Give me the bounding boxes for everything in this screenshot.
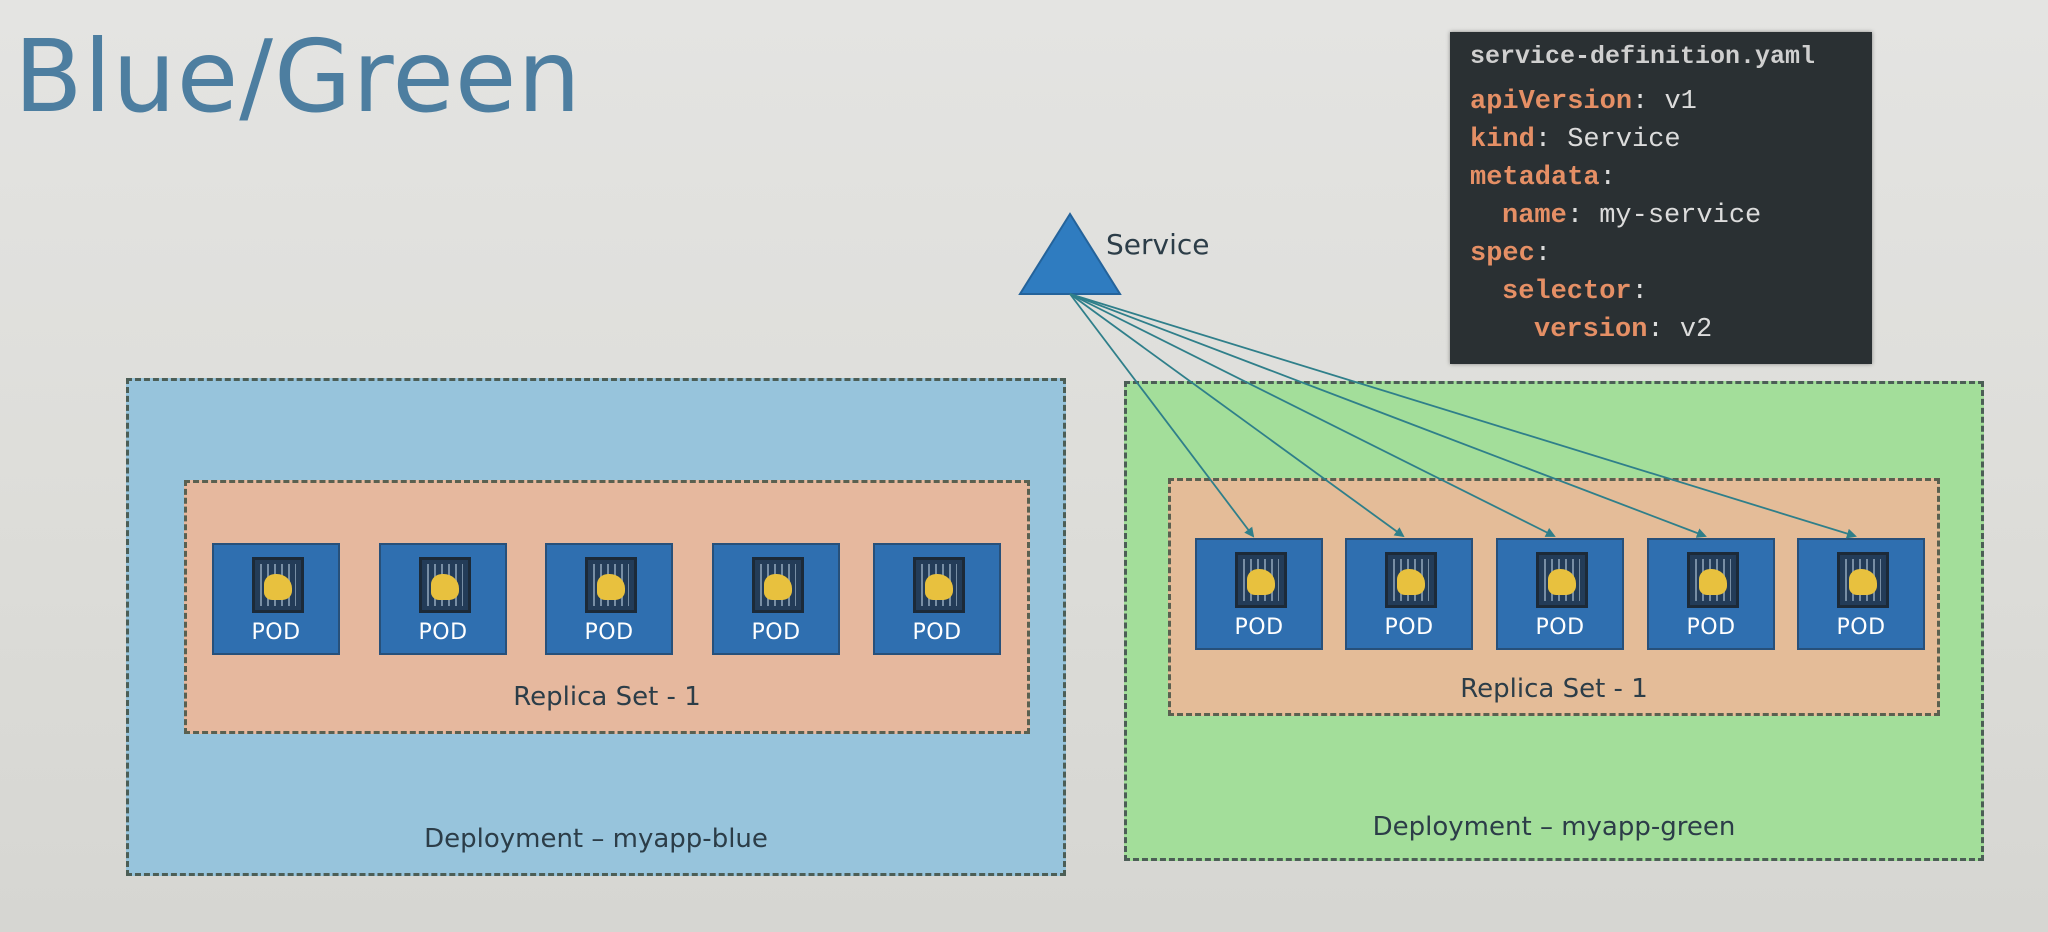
service-arrow (1069, 293, 1857, 539)
blue-pod: POD (873, 543, 1001, 655)
pod-label: POD (418, 620, 468, 645)
docker-whale-icon (1699, 569, 1727, 595)
docker-container-icon (1687, 552, 1739, 608)
blue-pod: POD (545, 543, 673, 655)
yaml-value: Service (1567, 125, 1681, 155)
service-arrow (1069, 293, 1707, 538)
replica-set-blue-label: Replica Set - 1 (513, 682, 701, 712)
service-triangle-icon (1018, 212, 1122, 295)
yaml-line: name: my-service (1470, 197, 1852, 235)
docker-container-icon (913, 557, 965, 613)
yaml-line: version: v2 (1470, 311, 1852, 349)
yaml-key: selector (1502, 277, 1632, 307)
green-pod: POD (1797, 538, 1925, 650)
yaml-filename: service-definition.yaml (1470, 42, 1816, 71)
yaml-key: metadata (1470, 163, 1600, 193)
docker-container-icon (1385, 552, 1437, 608)
blue-pod: POD (379, 543, 507, 655)
docker-container-icon (252, 557, 304, 613)
yaml-value: v2 (1679, 315, 1713, 345)
yaml-colon: : (1566, 201, 1600, 231)
pod-label: POD (1686, 615, 1736, 640)
yaml-colon: : (1534, 239, 1568, 269)
yaml-value: my-service (1599, 201, 1762, 231)
yaml-colon: : (1647, 315, 1680, 345)
yaml-colon: : (1534, 125, 1568, 155)
docker-whale-icon (1397, 569, 1425, 595)
docker-container-icon (1536, 552, 1588, 608)
yaml-key: name (1502, 201, 1567, 231)
docker-whale-icon (264, 574, 292, 600)
blue-pod: POD (212, 543, 340, 655)
green-pod: POD (1195, 538, 1323, 650)
pod-label: POD (912, 620, 962, 645)
service-label: Service (1106, 228, 1210, 261)
yaml-key: version (1534, 315, 1648, 345)
docker-container-icon (1837, 552, 1889, 608)
docker-container-icon (1235, 552, 1287, 608)
pod-label: POD (751, 620, 801, 645)
pod-label: POD (584, 620, 634, 645)
yaml-key: apiVersion (1470, 87, 1633, 117)
yaml-key: spec (1470, 239, 1535, 269)
yaml-colon: : (1599, 163, 1633, 193)
yaml-value: v1 (1664, 87, 1697, 117)
docker-container-icon (585, 557, 637, 613)
docker-container-icon (419, 557, 471, 613)
green-pod: POD (1647, 538, 1775, 650)
blue-pod: POD (712, 543, 840, 655)
deployment-green-label: Deployment – myapp-green (1372, 812, 1736, 842)
pod-label: POD (1535, 615, 1585, 640)
slide-title: Blue/Green (14, 18, 582, 135)
docker-whale-icon (925, 574, 953, 600)
service-arrow (1069, 293, 1255, 538)
docker-whale-icon (1247, 569, 1275, 595)
docker-whale-icon (431, 574, 459, 600)
yaml-line: apiVersion: v1 (1470, 83, 1852, 121)
service-arrows (1069, 293, 1857, 539)
pod-label: POD (1384, 615, 1434, 640)
yaml-line: selector: (1470, 273, 1852, 311)
pod-label: POD (251, 620, 301, 645)
yaml-line: kind: Service (1470, 121, 1852, 159)
service-arrow (1069, 293, 1556, 537)
yaml-line: spec: (1470, 235, 1852, 273)
pod-label: POD (1234, 615, 1284, 640)
docker-whale-icon (764, 574, 792, 600)
yaml-colon: : (1632, 87, 1665, 117)
yaml-colon: : (1631, 277, 1665, 307)
green-pod: POD (1345, 538, 1473, 650)
yaml-line: metadata: (1470, 159, 1852, 197)
yaml-key: kind (1470, 125, 1535, 155)
replica-set-green-label: Replica Set - 1 (1460, 674, 1648, 704)
green-pod: POD (1496, 538, 1624, 650)
deployment-blue-label: Deployment – myapp-blue (424, 824, 768, 854)
docker-whale-icon (597, 574, 625, 600)
docker-whale-icon (1849, 569, 1877, 595)
pod-label: POD (1836, 615, 1886, 640)
docker-container-icon (752, 557, 804, 613)
docker-whale-icon (1548, 569, 1576, 595)
service-arrow (1069, 293, 1405, 538)
